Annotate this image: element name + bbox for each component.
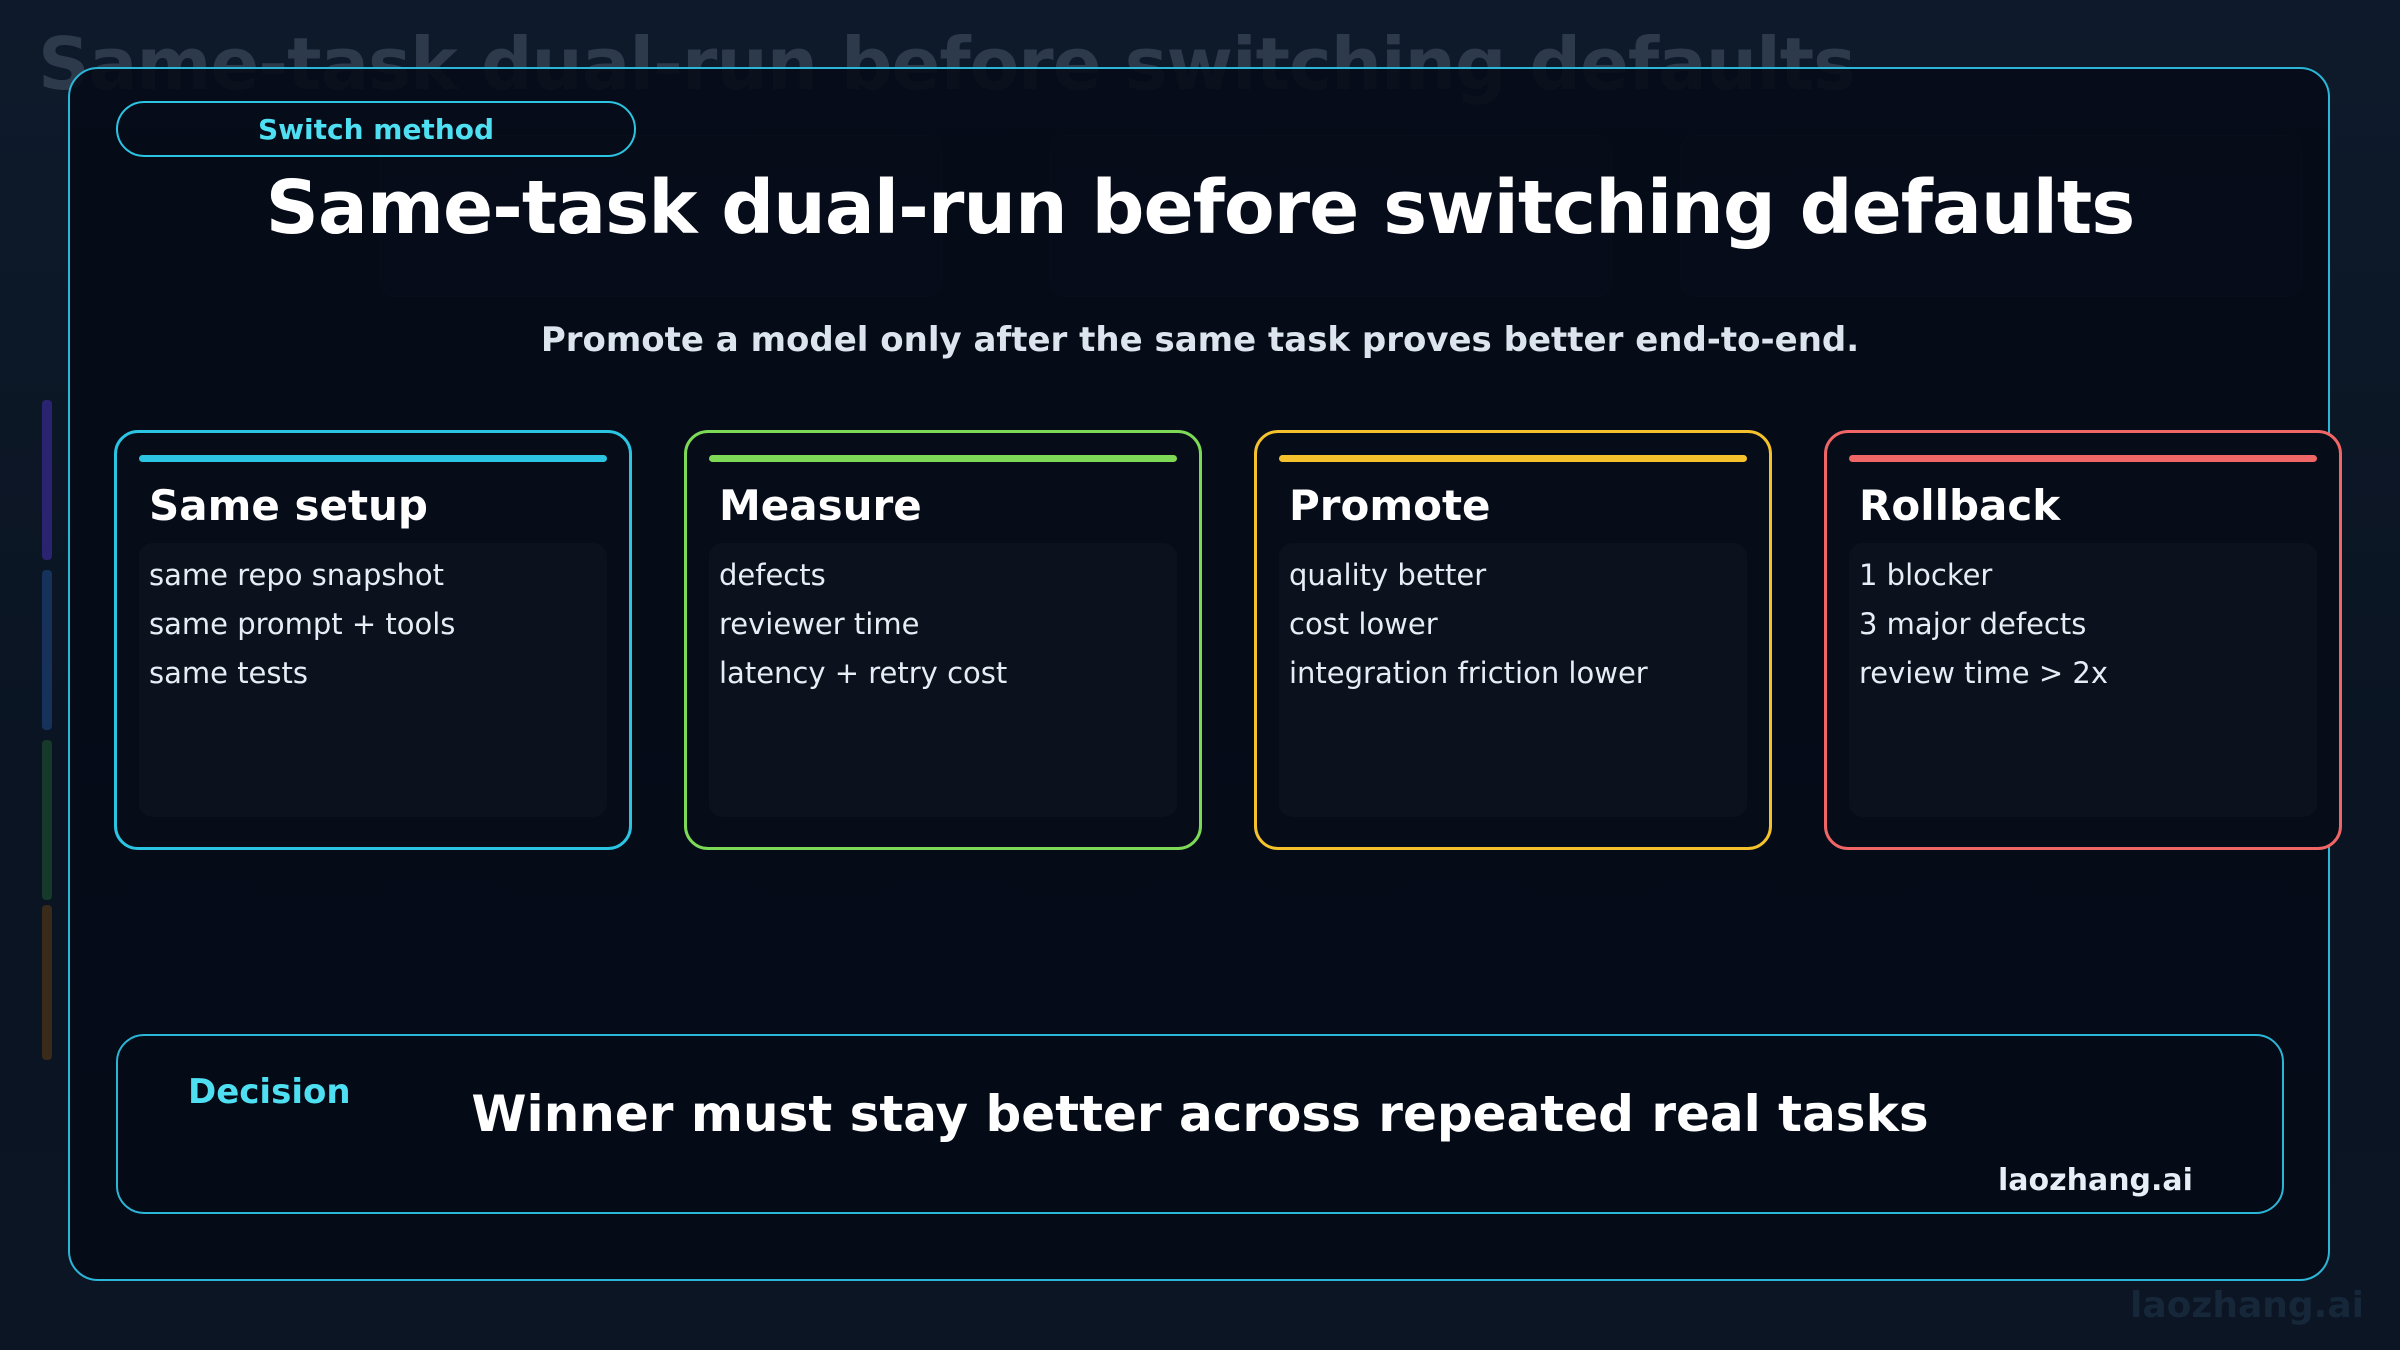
- background-lane-strip: [42, 570, 52, 730]
- card-item: review time > 2x: [1859, 656, 2108, 690]
- card-title: Promote: [1289, 481, 1491, 530]
- card-accent-bar: [709, 455, 1177, 462]
- card-title: Same setup: [149, 481, 428, 530]
- card-item: quality better: [1289, 558, 1487, 592]
- card-item: same prompt + tools: [149, 607, 456, 641]
- background-lane-strip: [42, 740, 52, 900]
- decision-box: [116, 1034, 2284, 1214]
- card-item: reviewer time: [719, 607, 920, 641]
- card-inner-panel: [1279, 543, 1747, 817]
- card-accent-bar: [139, 455, 607, 462]
- card-item: 3 major defects: [1859, 607, 2087, 641]
- decision-text: Winner must stay better across repeated …: [471, 1085, 1929, 1143]
- card-promote: Promote quality better cost lower integr…: [1254, 430, 1772, 850]
- section-badge: Switch method: [116, 101, 636, 157]
- background-watermark: laozhang.ai: [2130, 1285, 2364, 1326]
- page-title: Same-task dual-run before switching defa…: [265, 165, 2136, 251]
- page-subtitle: Promote a model only after the same task…: [540, 320, 1860, 360]
- card-accent-bar: [1849, 455, 2317, 462]
- card-list: 1 blocker 3 major defects review time > …: [1859, 551, 2108, 698]
- card-accent-bar: [1279, 455, 1747, 462]
- card-rollback: Rollback 1 blocker 3 major defects revie…: [1824, 430, 2342, 850]
- card-list: same repo snapshot same prompt + tools s…: [149, 551, 455, 698]
- card-same-setup: Same setup same repo snapshot same promp…: [114, 430, 632, 850]
- card-inner-panel: [709, 543, 1177, 817]
- card-item: same repo snapshot: [149, 558, 444, 592]
- card-item: same tests: [149, 656, 308, 690]
- card-measure: Measure defects reviewer time latency + …: [684, 430, 1202, 850]
- card-title: Measure: [719, 481, 922, 530]
- card-item: integration friction lower: [1289, 656, 1648, 690]
- background-lane-strip: [42, 905, 52, 1060]
- card-item: defects: [719, 558, 826, 592]
- card-item: latency + retry cost: [719, 656, 1008, 690]
- card-list: defects reviewer time latency + retry co…: [719, 551, 1007, 698]
- card-item: 1 blocker: [1859, 558, 1993, 592]
- card-title: Rollback: [1859, 481, 2061, 530]
- card-item: cost lower: [1289, 607, 1438, 641]
- brand-label: laozhang.ai: [1998, 1163, 2193, 1198]
- card-inner-panel: [139, 543, 607, 817]
- card-inner-panel: [1849, 543, 2317, 817]
- decision-label: Decision: [188, 1072, 351, 1112]
- card-list: quality better cost lower integration fr…: [1289, 551, 1648, 698]
- background-lane-strip: [42, 400, 52, 560]
